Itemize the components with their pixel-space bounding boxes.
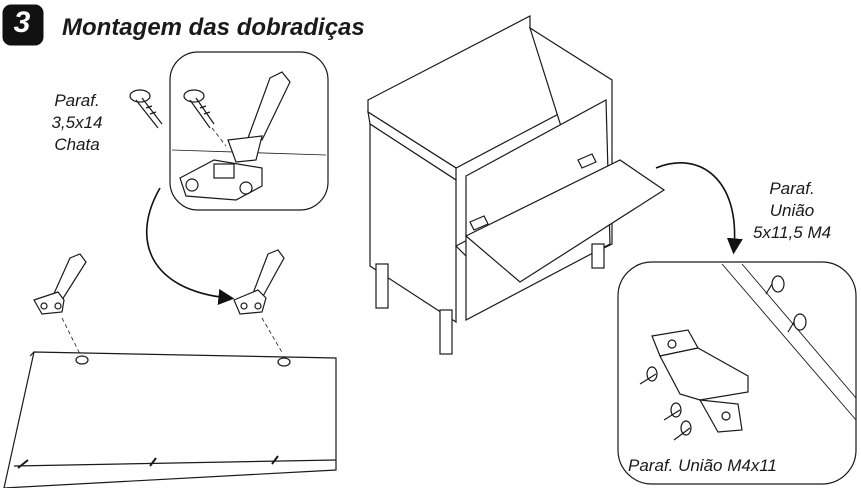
screw-icon (673, 420, 692, 441)
arrow-icon (145, 187, 235, 305)
hinge-detail-inset (169, 51, 329, 211)
label-line: 5x11,5 M4 (752, 223, 832, 242)
label-screw-union-m4: Paraf. União M4x11 (628, 456, 777, 475)
hinge-icon (33, 253, 87, 315)
step-badge-frame (2, 4, 44, 46)
label-line: Paraf. (54, 91, 100, 110)
label-line: União (769, 201, 815, 220)
screw-icon (787, 313, 807, 333)
label-screw-small: Paraf. 3,5x14 Chata (42, 90, 112, 156)
step-badge: 3 (2, 4, 46, 48)
screw-icon (663, 402, 682, 421)
label-line: Paraf. (769, 179, 815, 198)
step-title: Montagem das dobradiças (62, 14, 365, 41)
hinge-icon (233, 249, 285, 315)
screw-icon (639, 366, 658, 385)
door-panel (3, 351, 337, 488)
label-line: Chata (54, 135, 100, 154)
screw-icon (765, 275, 785, 295)
label-line: 3,5x14 (51, 113, 103, 132)
screw-icon (183, 89, 215, 129)
arrow-icon (655, 162, 743, 255)
step-number: 3 (13, 6, 31, 39)
screw-icon (129, 89, 163, 129)
label-screw-union: Paraf. União 5x11,5 M4 (742, 178, 842, 244)
cabinet-icon (367, 15, 666, 355)
union-screw-inset (617, 261, 857, 485)
